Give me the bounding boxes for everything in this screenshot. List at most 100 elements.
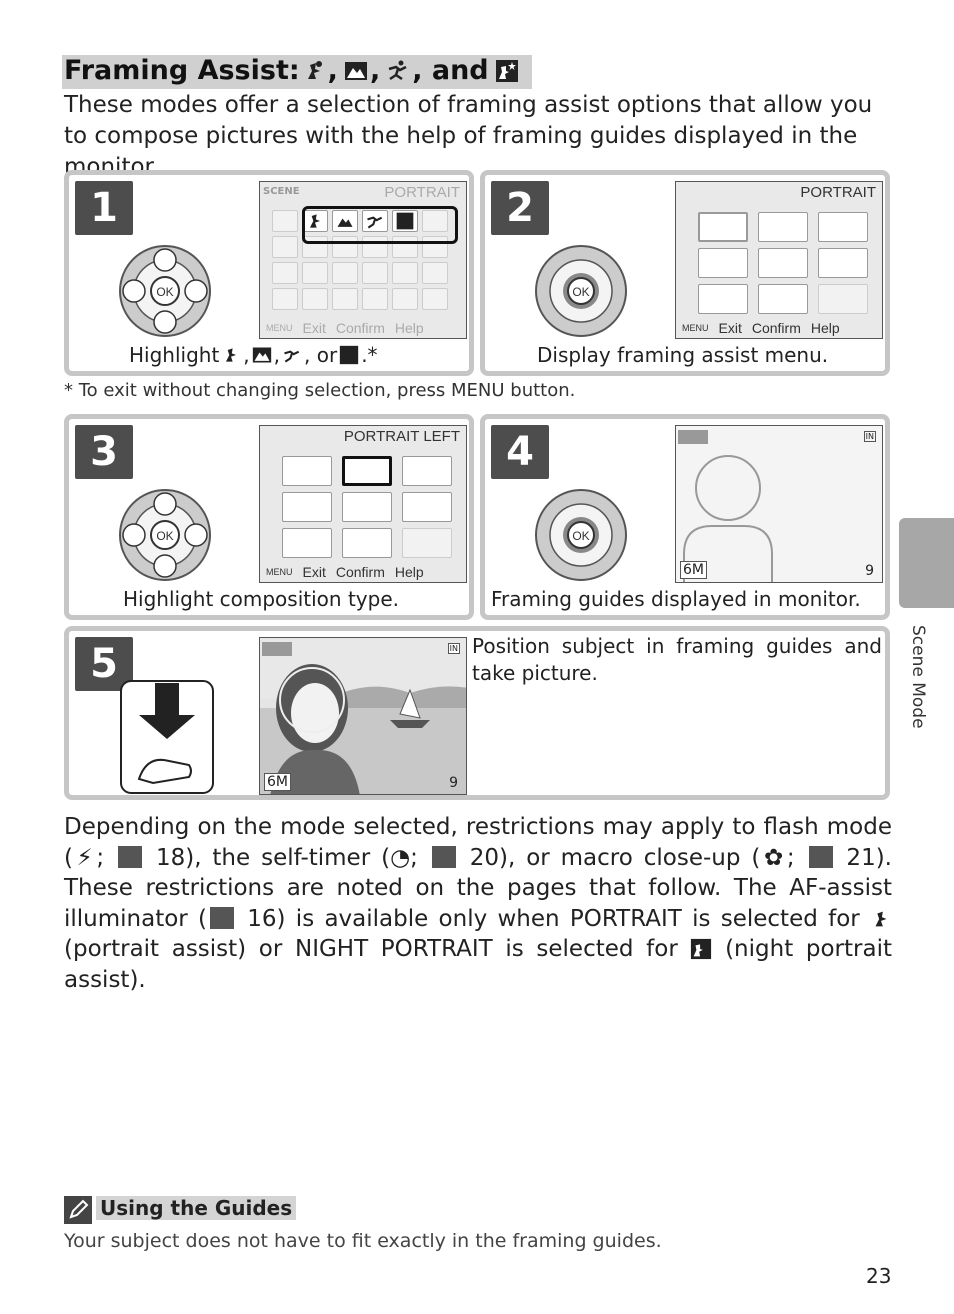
portrait-left-cell[interactable] — [342, 456, 392, 486]
title-sep: , — [327, 55, 338, 86]
portrait-cell[interactable] — [698, 212, 748, 242]
portrait-figure-cell[interactable] — [402, 492, 452, 522]
multi-selector-dial-icon: OK — [119, 245, 211, 337]
selection-highlight — [302, 206, 458, 244]
body-text: 16) is available only when PORTRAIT is s… — [237, 905, 870, 932]
scene-cell[interactable] — [362, 288, 388, 310]
sports-assist-icon — [367, 216, 383, 229]
step-caption: Highlight , , , or .* — [129, 343, 378, 367]
exit-label: Exit — [718, 320, 742, 336]
landscape-assist-cell[interactable] — [332, 210, 358, 232]
scene-cell[interactable] — [422, 210, 448, 232]
portrait-couple-cell[interactable] — [342, 492, 392, 522]
screen-footer: MENU Exit Confirm Help — [260, 318, 466, 338]
confirm-label: Confirm — [335, 564, 385, 580]
screen-footer: MENU Exit Confirm Help — [676, 318, 882, 338]
portrait-menu-screen: PORTRAIT MENU Exit Confirm Help — [675, 181, 883, 339]
svg-text:OK: OK — [156, 285, 173, 299]
menu-key-label: MENU — [682, 323, 709, 333]
page-reference-icon — [808, 845, 833, 868]
memory-in-indicator: IN — [863, 431, 876, 442]
body-text: 20), or macro close-up ( — [458, 844, 761, 871]
ok-button-dial-icon: OK — [535, 489, 627, 581]
scene-cell[interactable] — [392, 262, 418, 284]
face-priority-cell[interactable] — [282, 528, 332, 558]
memory-in-indicator: IN — [447, 643, 460, 654]
scene-cell[interactable] — [362, 262, 388, 284]
scene-grid — [272, 210, 448, 310]
scene-cell[interactable] — [272, 262, 298, 284]
flash-icon: ⚡ — [72, 844, 97, 871]
scene-cell[interactable] — [332, 262, 358, 284]
scene-cell[interactable] — [302, 262, 328, 284]
landscape-assist-icon — [344, 61, 367, 80]
empty-cell — [402, 528, 452, 558]
caption-sep: , — [273, 343, 281, 367]
portrait-assist-icon — [307, 60, 322, 79]
scene-cell[interactable] — [422, 288, 448, 310]
landscape-assist-icon — [337, 218, 353, 227]
note-title: Using the Guides — [96, 1196, 297, 1220]
body-text: Depending on the mode selected, restrict… — [64, 814, 892, 871]
self-timer-icon: ◔ — [390, 844, 411, 871]
night-portrait-assist-icon — [340, 345, 359, 365]
confirm-label: Confirm — [751, 320, 801, 336]
scene-cell[interactable] — [332, 288, 358, 310]
portrait-right-cell[interactable] — [402, 456, 452, 486]
section-tab[interactable] — [899, 518, 954, 608]
empty-cell — [818, 284, 868, 314]
body-text: (portrait assist) or NIGHT PORTRAIT is s… — [64, 936, 691, 962]
framing-guide-outline — [678, 430, 773, 582]
scene-menu-screen: PORTRAIT SCENE — [259, 181, 467, 339]
step-number: 3 — [75, 425, 133, 479]
page-reference-icon — [210, 906, 235, 929]
scene-cell[interactable] — [272, 288, 298, 310]
image-size-indicator: 6M — [680, 561, 707, 579]
multi-selector-dial-icon: OK — [119, 489, 211, 581]
caption-sep: , or — [304, 343, 338, 367]
title-text: Framing Assist: — [64, 55, 300, 86]
scene-cell[interactable] — [392, 288, 418, 310]
title-sep: , — [369, 55, 381, 86]
portrait-left-menu-screen: PORTRAIT LEFT MENU Exit Confirm Help — [259, 425, 467, 583]
scene-cell[interactable] — [422, 262, 448, 284]
portrait-cell[interactable] — [282, 456, 332, 486]
page-reference-icon — [118, 845, 143, 868]
night-portrait-assist-cell[interactable] — [392, 210, 418, 232]
portrait-assist-icon — [875, 911, 887, 926]
body-text: 18), the self-timer ( — [145, 844, 391, 871]
restrictions-paragraph: Depending on the mode selected, restrict… — [64, 812, 892, 995]
scene-cell[interactable] — [272, 210, 298, 232]
face-priority-cell[interactable] — [698, 284, 748, 314]
portrait-close-up-cell[interactable] — [698, 248, 748, 278]
portrait-close-up-cell[interactable] — [282, 492, 332, 522]
page-reference-icon — [431, 845, 456, 868]
shots-remaining: 9 — [449, 775, 458, 791]
live-view-screen: IN 6M 9 — [259, 637, 467, 795]
night-portrait-assist-icon — [396, 212, 414, 230]
body-text: ; — [786, 844, 806, 871]
title-highlight — [62, 55, 532, 89]
framing-guide-monitor: IN 6M 9 — [675, 425, 883, 583]
portrait-left-cell[interactable] — [758, 212, 808, 242]
portrait-couple-cell[interactable] — [758, 248, 808, 278]
back-cell[interactable] — [342, 528, 392, 558]
back-cell[interactable] — [758, 284, 808, 314]
scene-cell[interactable] — [272, 236, 298, 258]
help-label: Help — [394, 320, 424, 336]
composition-grid — [282, 456, 452, 558]
sports-assist-cell[interactable] — [362, 210, 388, 232]
portrait-assist-cell[interactable] — [302, 210, 328, 232]
portrait-assist-icon — [226, 348, 237, 362]
note-text: Your subject does not have to fit exactl… — [64, 1230, 662, 1252]
portrait-figure-cell[interactable] — [818, 248, 868, 278]
macro-icon: ✿ — [760, 844, 787, 871]
title-sep: , and — [412, 55, 489, 86]
portrait-photo — [260, 638, 466, 794]
scene-cell[interactable] — [302, 288, 328, 310]
night-portrait-assist-icon — [691, 938, 712, 960]
help-label: Help — [394, 564, 424, 580]
menu-key-label: MENU — [266, 323, 293, 333]
portrait-right-cell[interactable] — [818, 212, 868, 242]
body-text: (night portrait assist). — [64, 936, 892, 993]
